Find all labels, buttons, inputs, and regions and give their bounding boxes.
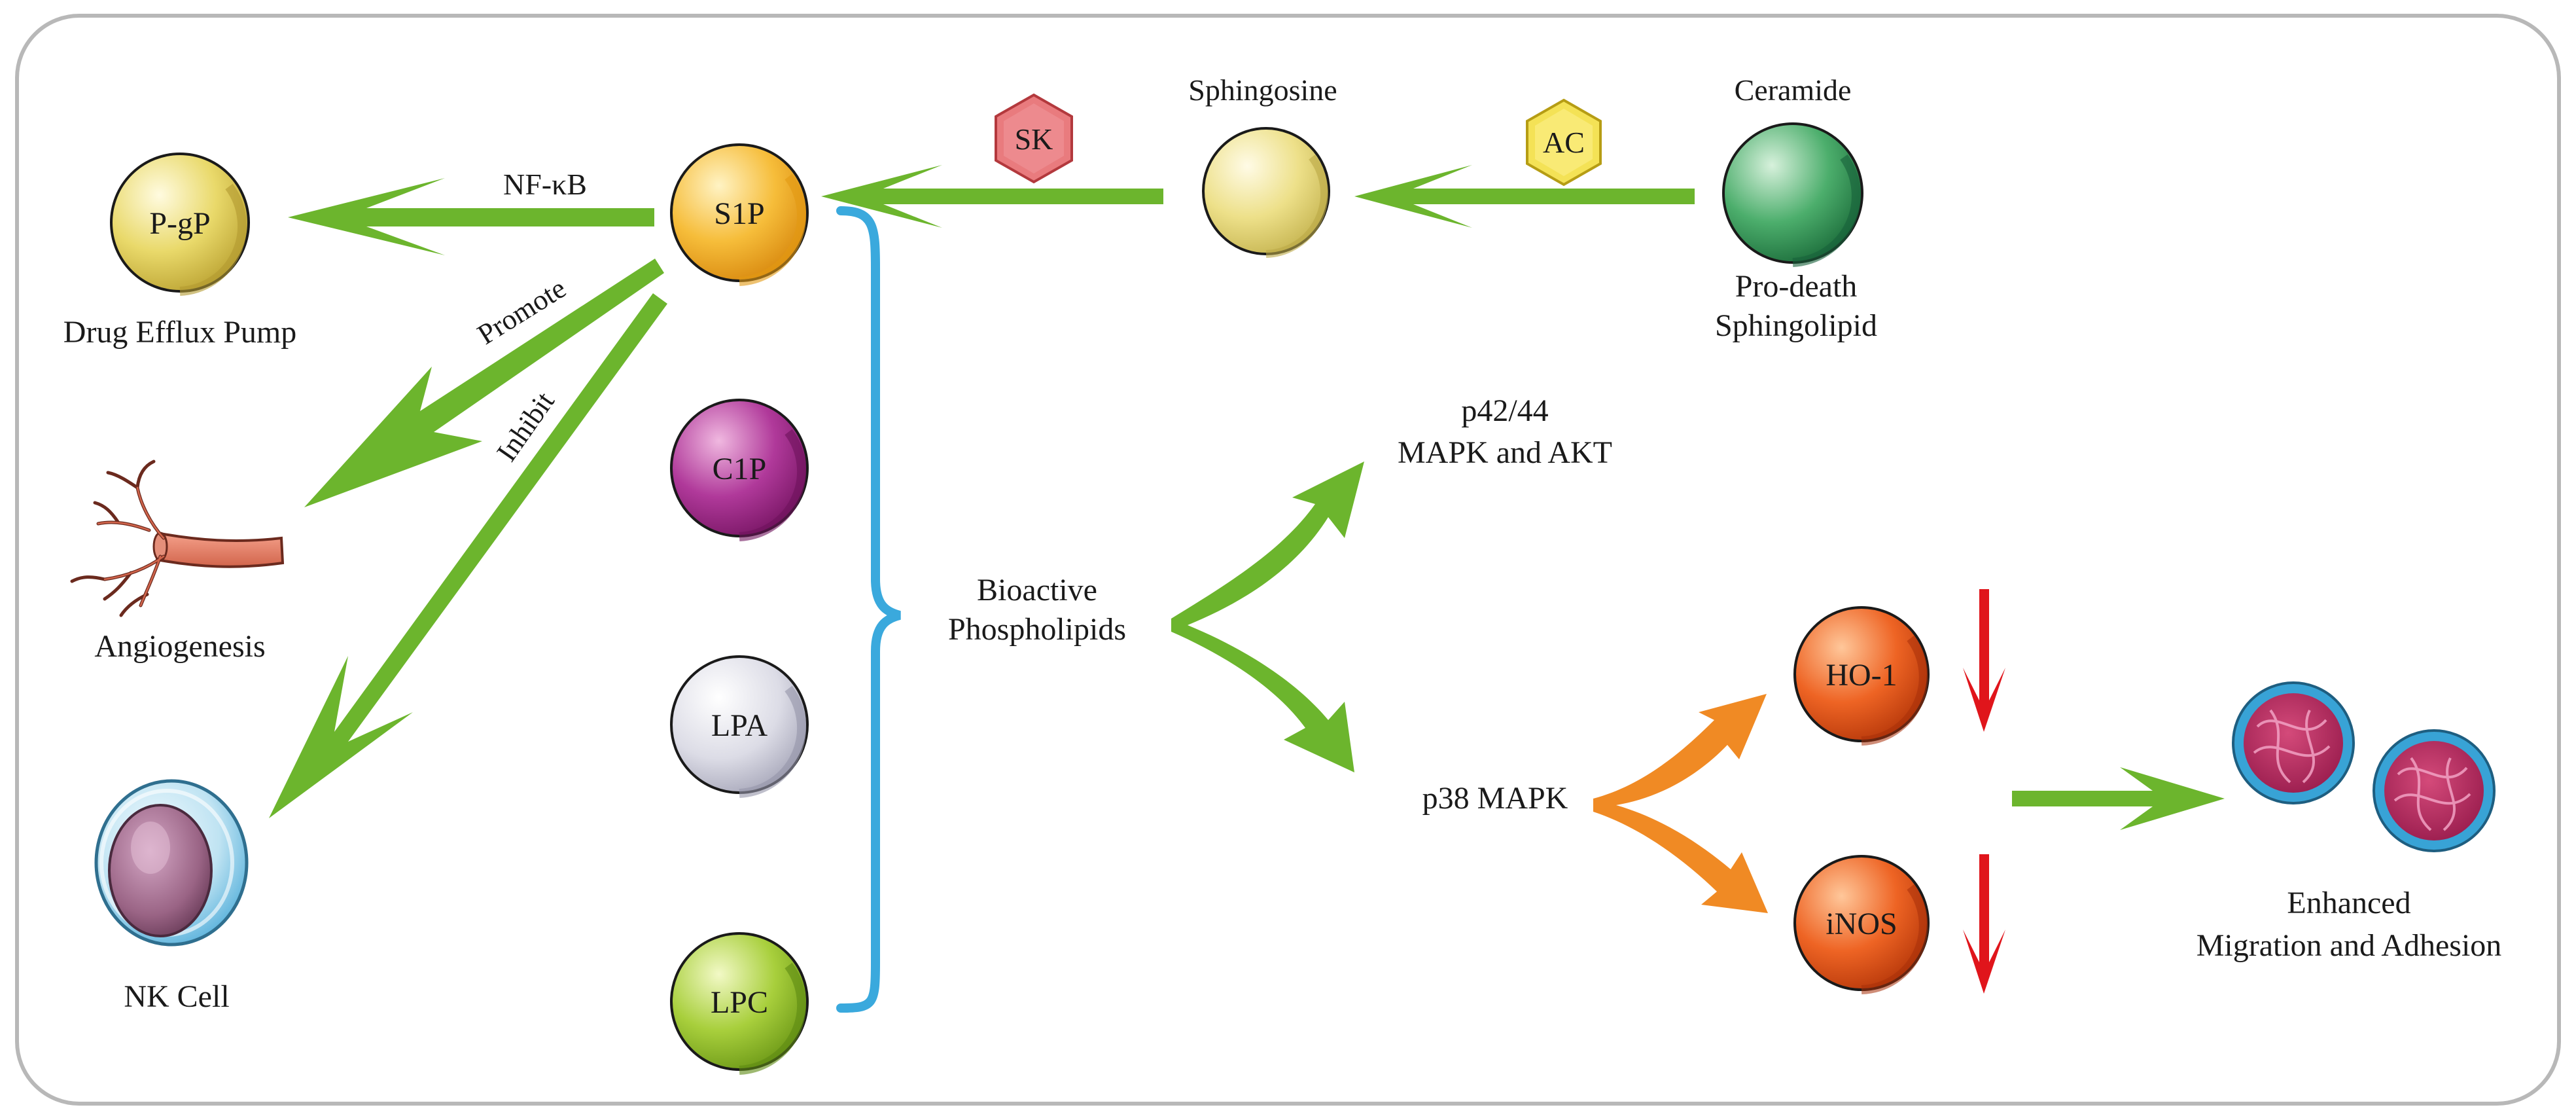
red-down-arrow-ho1 — [1963, 589, 2005, 732]
label-angiogenesis: Angiogenesis — [94, 629, 265, 664]
enzyme-sk-badge[interactable]: SK — [995, 93, 1073, 184]
label-pro-death-2: Sphingolipid — [1715, 308, 1877, 343]
node-sphingosine[interactable] — [1202, 127, 1330, 258]
label-p4244-2: MAPK and AKT — [1398, 435, 1612, 470]
node-c1p[interactable]: C1P — [670, 399, 809, 541]
arrow-s1p-to-angiogenesis — [304, 259, 664, 507]
node-ho1-label: HO-1 — [1826, 658, 1897, 693]
label-enhanced-2: Migration and Adhesion — [2197, 928, 2502, 963]
red-down-arrow-inos — [1963, 854, 2005, 994]
node-inos[interactable]: iNOS — [1793, 855, 1930, 994]
node-s1p[interactable]: S1P — [670, 143, 809, 286]
node-pgp-label: P-gP — [149, 206, 210, 241]
arrow-label-nfkb: NF-κB — [503, 168, 587, 201]
tumor-cells-illustration — [2232, 681, 2496, 852]
arrow-s1p-to-pgp — [288, 178, 654, 255]
blood-vessel-illustration — [70, 460, 285, 617]
label-bioactive-2: Phospholipids — [948, 612, 1126, 647]
enzyme-ac-label: AC — [1543, 126, 1585, 159]
green-arrows — [269, 165, 2225, 830]
arrow-to-enhanced-migration — [2012, 767, 2225, 830]
node-pgp[interactable]: P-gP — [110, 153, 250, 296]
arrow-sphingosine-to-s1p — [821, 165, 1163, 228]
label-ceramide: Ceramide — [1735, 73, 1852, 107]
node-inos-label: iNOS — [1826, 907, 1897, 941]
arrow-ceramide-to-sphingosine — [1354, 165, 1695, 228]
node-ho1[interactable]: HO-1 — [1793, 606, 1930, 746]
label-enhanced-1: Enhanced — [2287, 886, 2410, 920]
node-c1p-label: C1P — [713, 452, 767, 486]
node-ceramide[interactable] — [1722, 122, 1863, 267]
downregulation-arrows — [1963, 589, 2005, 994]
label-drug-efflux-pump: Drug Efflux Pump — [63, 315, 296, 350]
arrow-s1p-to-nkcell — [269, 293, 667, 818]
label-sphingosine: Sphingosine — [1188, 73, 1337, 107]
label-p38-mapk: p38 MAPK — [1422, 781, 1568, 816]
node-lpc[interactable]: LPC — [670, 932, 809, 1075]
label-bioactive-1: Bioactive — [977, 573, 1097, 607]
arrow-p38-split — [1593, 694, 1768, 913]
phospholipid-brace — [836, 206, 901, 1013]
nk-cell-illustration — [94, 779, 249, 947]
node-lpa-label: LPA — [711, 708, 768, 743]
label-p4244-1: p42/44 — [1461, 393, 1548, 428]
enzyme-sk-label: SK — [1015, 122, 1053, 156]
arrow-bioactive-split — [1171, 461, 1364, 772]
node-lpc-label: LPC — [711, 985, 768, 1020]
enzyme-ac-badge[interactable]: AC — [1526, 98, 1602, 187]
label-nk-cell: NK Cell — [124, 979, 229, 1014]
node-s1p-label: S1P — [714, 196, 764, 231]
label-pro-death-1: Pro-death — [1735, 269, 1858, 304]
node-lpa[interactable]: LPA — [670, 655, 809, 798]
